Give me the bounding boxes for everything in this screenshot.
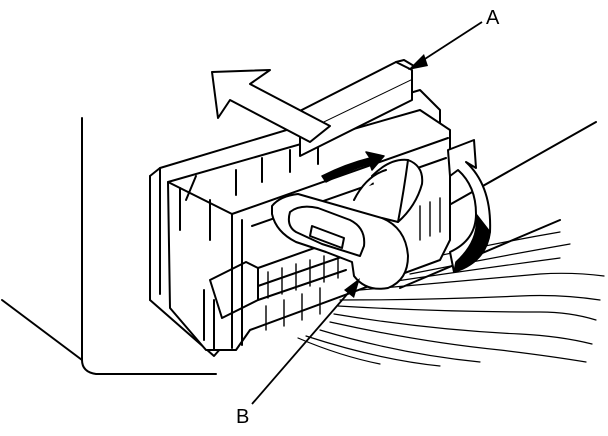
callout-b: B [236, 406, 249, 428]
wire-harness [297, 231, 605, 367]
slide-lock-a [285, 59, 415, 157]
lift-arrow-icon [321, 151, 385, 183]
leader-line-b [251, 278, 360, 405]
leader-line-a [408, 21, 483, 70]
terminal-slots [265, 197, 441, 331]
rotation-arrow-icon [447, 139, 492, 273]
callout-a: A [486, 7, 500, 29]
slide-arrow-icon [211, 69, 331, 143]
lock-lever-b [271, 158, 424, 290]
